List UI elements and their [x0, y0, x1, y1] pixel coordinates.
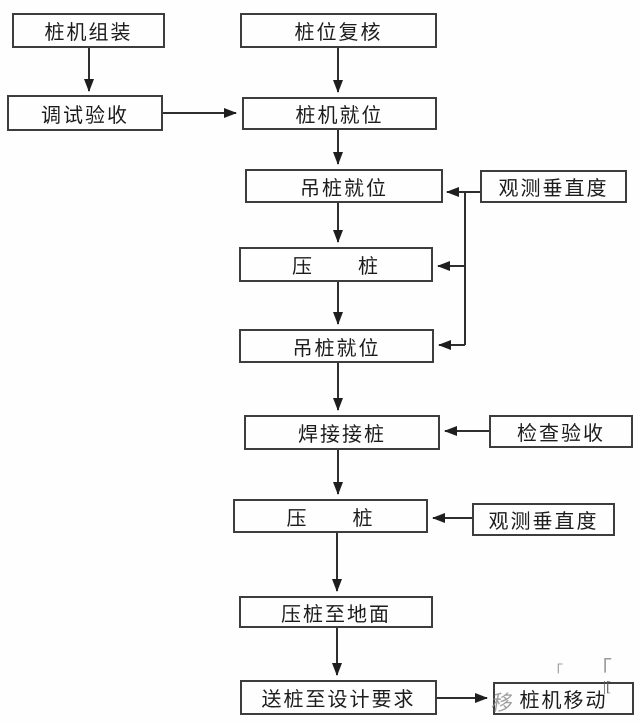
node-pile-machine-move: 桩机移动: [493, 682, 634, 715]
node-press-pile-to-ground: 压桩至地面: [239, 596, 433, 628]
node-hoist-pile-in-place-1: 吊桩就位: [245, 169, 443, 203]
node-weld-pile-splice: 焊接接桩: [244, 415, 440, 450]
node-drive-pile-to-design: 送桩至设计要求: [240, 680, 437, 715]
node-inspection-acceptance: 检查验收: [489, 415, 633, 448]
node-pile-machine-in-place: 桩机就位: [242, 97, 437, 130]
node-debug-acceptance: 调试验收: [7, 95, 163, 131]
node-observe-verticality-2: 观测垂直度: [472, 503, 615, 536]
node-hoist-pile-in-place-2: 吊桩就位: [239, 329, 434, 363]
node-press-pile-1: 压 桩: [239, 247, 433, 282]
node-pile-machine-assembly: 桩机组装: [12, 13, 165, 48]
node-press-pile-2: 压 桩: [233, 499, 428, 533]
node-pile-position-recheck: 桩位复核: [240, 13, 437, 48]
node-observe-verticality-1: 观测垂直度: [480, 170, 627, 203]
